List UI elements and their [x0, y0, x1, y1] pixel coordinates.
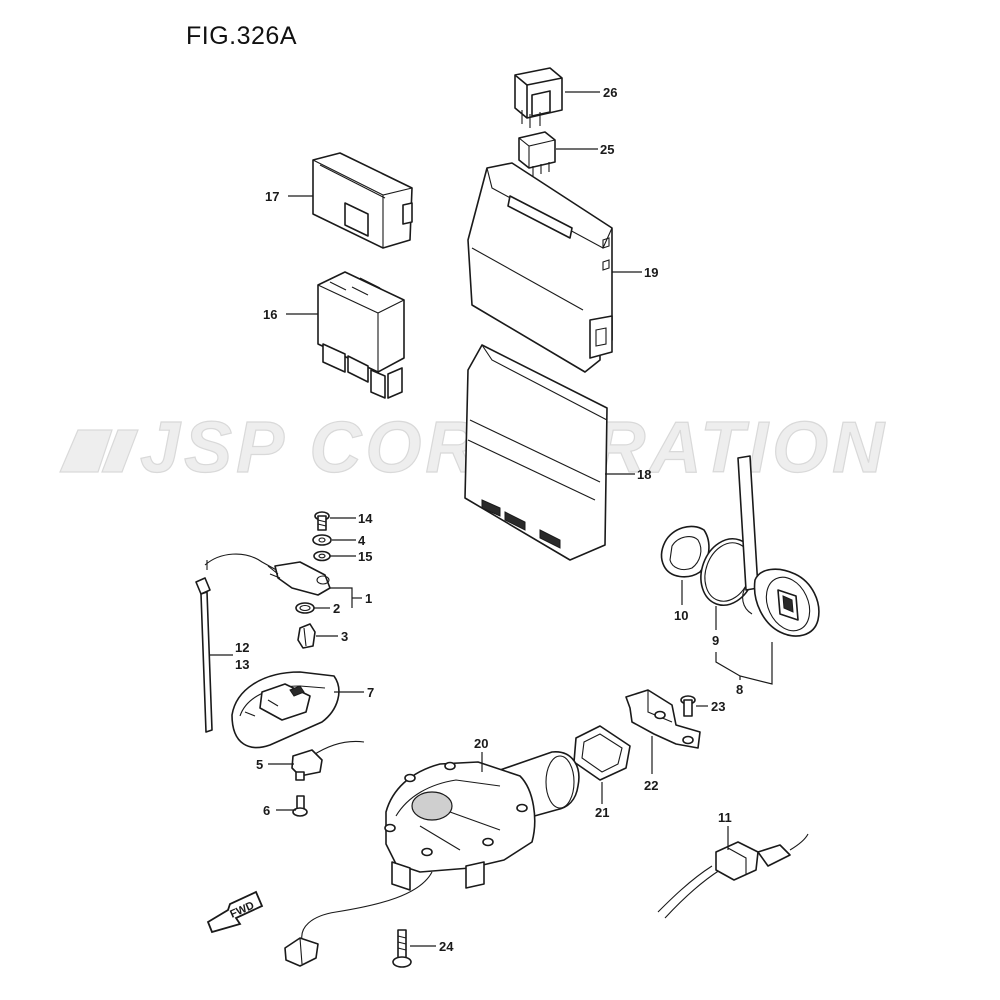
callout-12: 12	[235, 640, 249, 655]
fwd-arrow-icon	[206, 890, 264, 934]
callout-2: 2	[333, 601, 340, 616]
callout-23: 23	[711, 699, 725, 714]
part-17-fuse-box-cover[interactable]	[312, 152, 413, 249]
part-2-o-ring[interactable]	[295, 602, 315, 614]
figure-title: FIG.326A	[186, 22, 297, 50]
part-21-rubber-mount[interactable]	[573, 725, 631, 781]
callout-17: 17	[265, 189, 279, 204]
callout-20: 20	[474, 736, 488, 751]
callout-6: 6	[263, 803, 270, 818]
part-25-relay[interactable]	[518, 131, 556, 176]
callout-21: 21	[595, 805, 609, 820]
part-20-actuator[interactable]	[301, 751, 580, 941]
part-6-bolt[interactable]	[292, 795, 308, 817]
callout-15: 15	[358, 549, 372, 564]
part-8-cap-assembly[interactable]	[737, 455, 820, 638]
callout-10: 10	[674, 608, 688, 623]
callout-7: 7	[367, 685, 374, 700]
fwd-arrow: FWD	[206, 890, 264, 934]
callout-25: 25	[600, 142, 614, 157]
part-18-ecu[interactable]	[464, 344, 608, 561]
callout-24: 24	[439, 939, 454, 954]
part-19-ecu-cover[interactable]	[467, 162, 613, 373]
part-26-relay[interactable]	[514, 67, 563, 128]
part-7-cover[interactable]	[231, 671, 340, 749]
callout-13: 13	[235, 657, 249, 672]
part-20-connector[interactable]	[284, 937, 319, 967]
callout-22: 22	[644, 778, 658, 793]
part-4-washer[interactable]	[312, 534, 332, 546]
callout-5: 5	[256, 757, 263, 772]
callout-3: 3	[341, 629, 348, 644]
part-24-bolt[interactable]	[392, 929, 412, 968]
part-5-sensor[interactable]	[291, 740, 365, 781]
callout-4: 4	[358, 533, 366, 548]
callouts: 26 25 17 19 16 18 14 4 15 1 2 3 12 13 7 …	[235, 85, 743, 954]
part-11-harness[interactable]	[657, 833, 809, 919]
part-22-bracket[interactable]	[625, 689, 701, 749]
part-14-bolt[interactable]	[314, 511, 330, 531]
callout-26: 26	[603, 85, 617, 100]
watermark-logo-bar-icon	[101, 429, 139, 473]
callout-8: 8	[736, 682, 743, 697]
callout-11: 11	[718, 810, 732, 825]
leader-lines	[210, 91, 773, 947]
part-1-sensor[interactable]	[204, 553, 331, 596]
callout-18: 18	[637, 467, 651, 482]
part-10-bracket[interactable]	[660, 525, 710, 578]
callout-1: 1	[365, 591, 372, 606]
part-12-13-cable-tie[interactable]	[195, 577, 213, 733]
watermark-logo-icon	[59, 429, 113, 473]
callout-14: 14	[358, 511, 373, 526]
part-3-clip[interactable]	[297, 623, 316, 649]
callout-16: 16	[263, 307, 277, 322]
part-16-fuse-box[interactable]	[317, 271, 405, 399]
callout-19: 19	[644, 265, 658, 280]
callout-9: 9	[712, 633, 719, 648]
part-15-washer[interactable]	[313, 550, 331, 562]
part-23-bolt[interactable]	[680, 695, 696, 717]
